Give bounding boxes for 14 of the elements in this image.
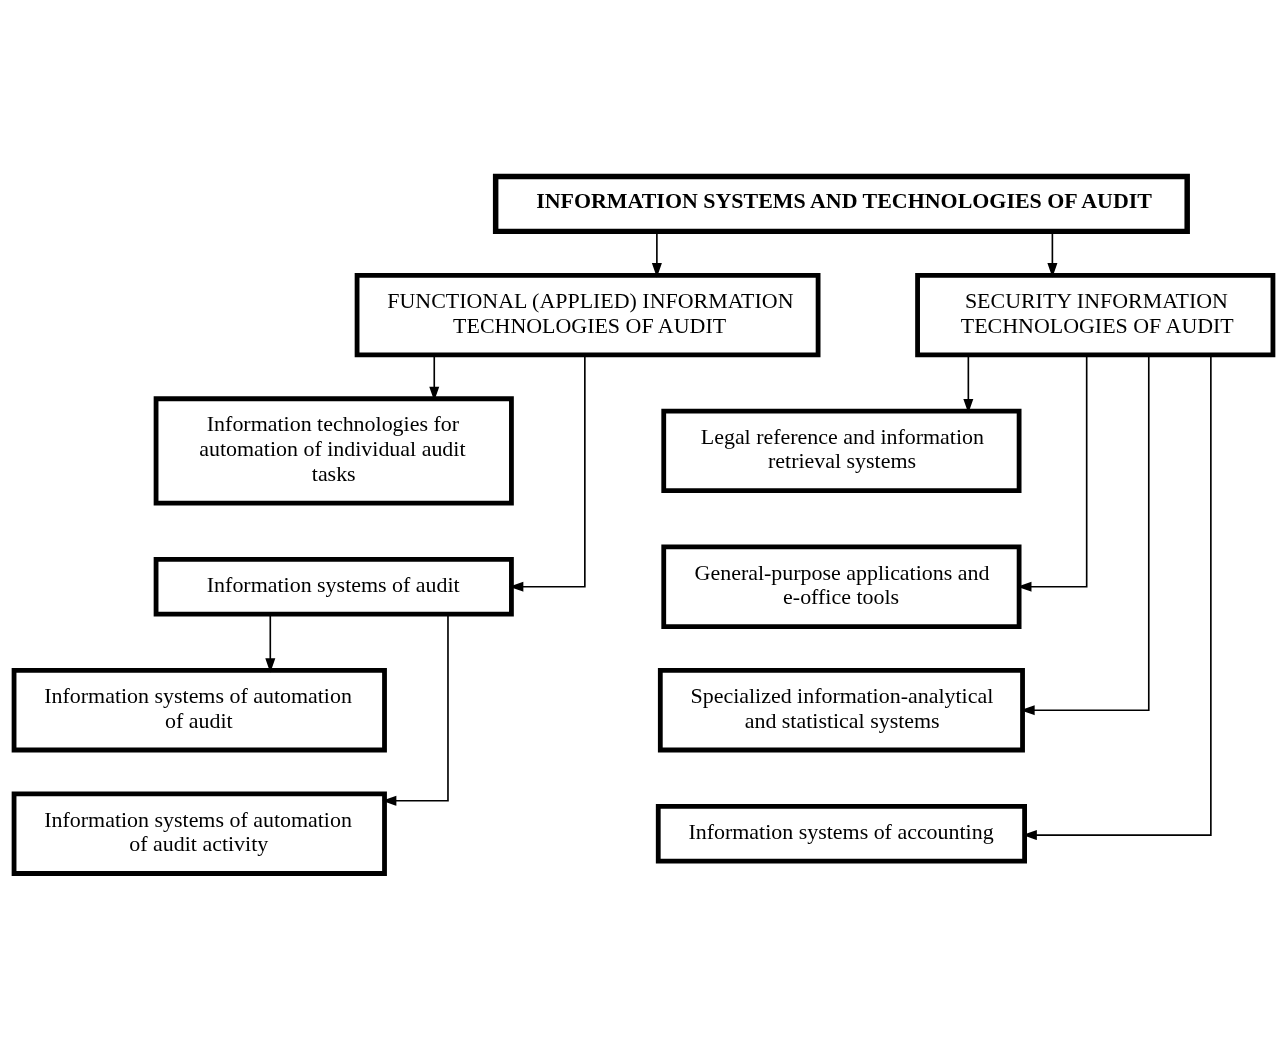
node-box: Legal reference and information retrieval systems	[661, 408, 1022, 494]
arrow	[382, 613, 449, 806]
node-box: Information systems of audit	[153, 556, 514, 617]
node-box: Information technologies for automation of individual audit tasks	[153, 396, 514, 506]
arrow	[265, 613, 276, 673]
node-box: Information systems of automation of audit activity	[11, 791, 387, 876]
node-box: Information systems of automation of audit	[11, 668, 387, 753]
node-box: SECURITY INFORMATION TECHNOLOGIES OF AUDIT	[915, 272, 1276, 358]
node-box: Information systems of accounting	[655, 803, 1027, 864]
arrow	[1022, 354, 1212, 841]
node-box: FUNCTIONAL (APPLIED) INFORMATION TECHNOLOGIES OF AUDIT	[354, 272, 821, 358]
node-box: General-purpose applications and e-office tools	[661, 544, 1022, 629]
node-box: INFORMATION SYSTEMS AND TECHNOLOGIES OF AUDIT	[492, 173, 1190, 235]
node-box: Specialized information-analytical and statistical systems	[657, 668, 1025, 753]
